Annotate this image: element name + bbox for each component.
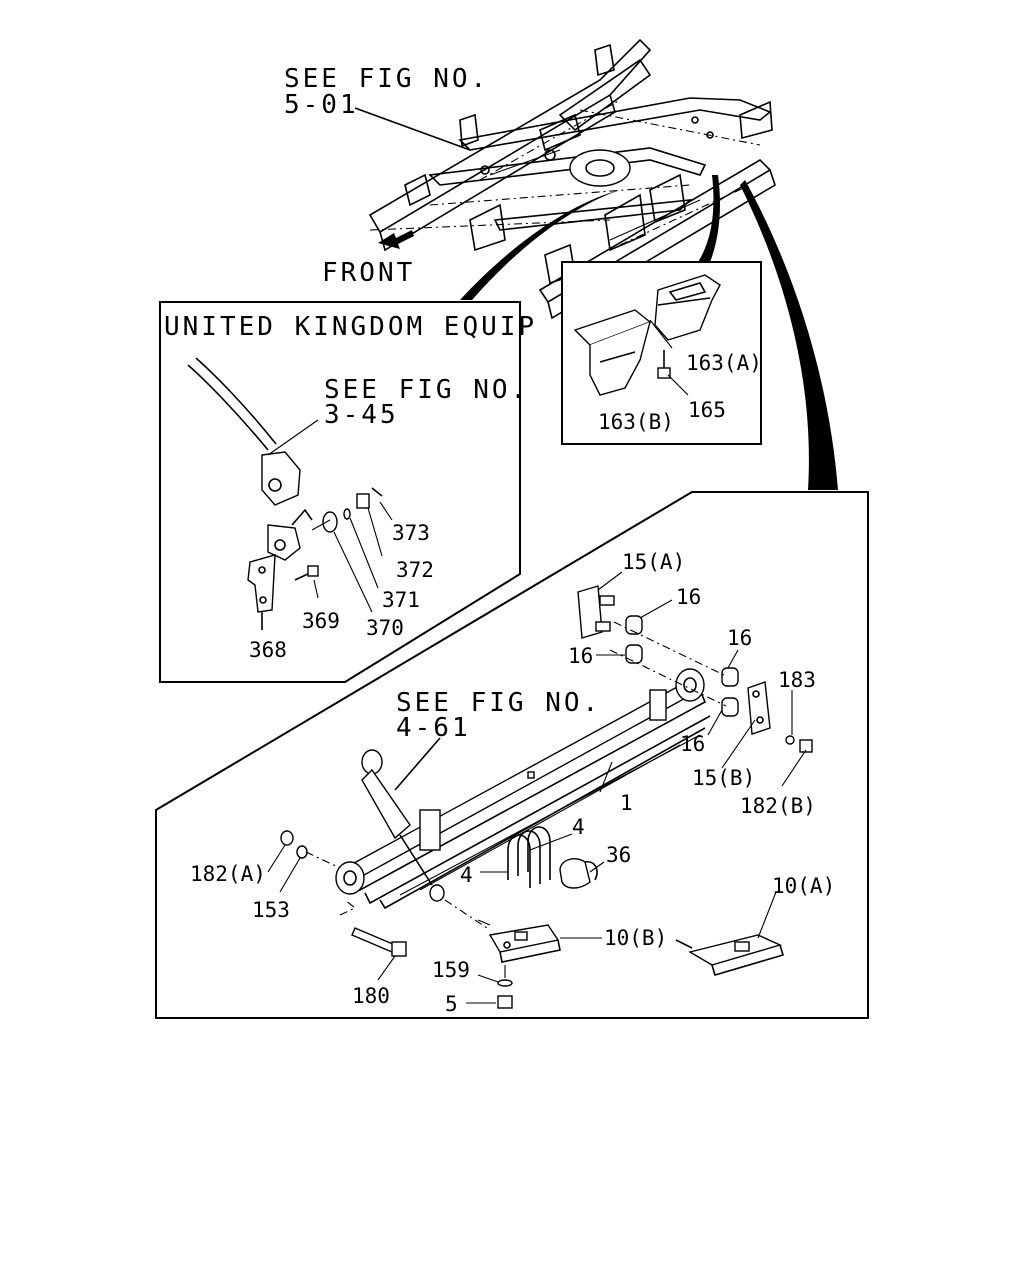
bolt-369 [294, 565, 319, 581]
pin-373 [371, 487, 383, 497]
washer-370 [322, 511, 338, 533]
spring-ref-line-2: 4-61 [396, 713, 471, 743]
callout-183: 183 [778, 668, 816, 692]
callout-159: 159 [432, 958, 470, 982]
frame-ref-line-1: SEE FIG NO. [284, 64, 489, 94]
nut-5 [497, 995, 513, 1009]
bolt-180 [351, 927, 407, 957]
bolt-165 [657, 350, 671, 379]
callout-372: 372 [396, 558, 434, 582]
shackle-15a [577, 585, 615, 639]
connector-swoosh-left [460, 190, 620, 300]
bumper-163a [654, 274, 721, 341]
callout-371: 371 [382, 588, 420, 612]
frame-ref-line-2: 5-01 [284, 90, 359, 120]
vehicle-frame [368, 38, 776, 320]
callout-4-a: 4 [572, 815, 585, 839]
frame-ref-leader [354, 107, 471, 151]
callout-4-b: 4 [460, 863, 473, 887]
stabilizer-link [187, 357, 313, 561]
washer-183 [785, 735, 795, 745]
callout-5: 5 [445, 992, 458, 1016]
front-label: FRONT [322, 258, 415, 288]
washer-153 [296, 845, 308, 859]
callout-373: 373 [392, 521, 430, 545]
callout-368: 368 [249, 638, 287, 662]
uk-title: UNITED KINGDOM EQUIP [164, 312, 537, 342]
callout-16-d: 16 [680, 732, 705, 756]
nut-372 [356, 493, 370, 509]
leaf-spring-1 [335, 668, 711, 910]
spring-panel-box [155, 491, 869, 1019]
callout-16-c: 16 [568, 644, 593, 668]
callout-370: 370 [366, 616, 404, 640]
uk-ref-line-1: SEE FIG NO. [324, 375, 529, 405]
callout-15a: 15(A) [622, 550, 685, 574]
callout-369: 369 [302, 609, 340, 633]
bushing-16-a [625, 615, 643, 635]
callout-163a: 163(A) [686, 351, 762, 375]
spring-seat-10b [488, 924, 561, 963]
shackle-15b [747, 681, 771, 735]
bracket-368 [247, 554, 276, 613]
callout-10b: 10(B) [604, 926, 667, 950]
callout-10a: 10(A) [772, 874, 835, 898]
callout-182a: 182(A) [190, 862, 266, 886]
callout-180: 180 [352, 984, 390, 1008]
washer-371 [343, 508, 351, 520]
callout-16-b: 16 [727, 626, 752, 650]
bumper-163b [573, 309, 652, 396]
callout-1: 1 [620, 791, 633, 815]
pad-36 [559, 858, 598, 889]
bushing-16-d [721, 697, 739, 717]
uk-ref-line-2: 3-45 [324, 400, 399, 430]
callout-16-a: 16 [676, 585, 701, 609]
front-arrow-icon [378, 230, 414, 249]
spring-seat-10a [675, 934, 784, 976]
bushing-16-c [721, 667, 739, 687]
callout-165: 165 [688, 398, 726, 422]
nut-182a [280, 830, 294, 846]
shock-absorber [361, 749, 445, 902]
nut-182b [799, 739, 813, 753]
connector-swoosh-right [740, 180, 838, 490]
bushing-16-b [625, 644, 643, 664]
callout-153: 153 [252, 898, 290, 922]
callout-36: 36 [606, 843, 631, 867]
callout-15b: 15(B) [692, 766, 755, 790]
callout-163b: 163(B) [598, 410, 674, 434]
washer-159 [497, 979, 513, 987]
callout-182b: 182(B) [740, 794, 816, 818]
spring-ref-line-1: SEE FIG NO. [396, 688, 601, 718]
connector-swoosh-mid [698, 175, 721, 262]
uk-inset-box [159, 301, 521, 683]
